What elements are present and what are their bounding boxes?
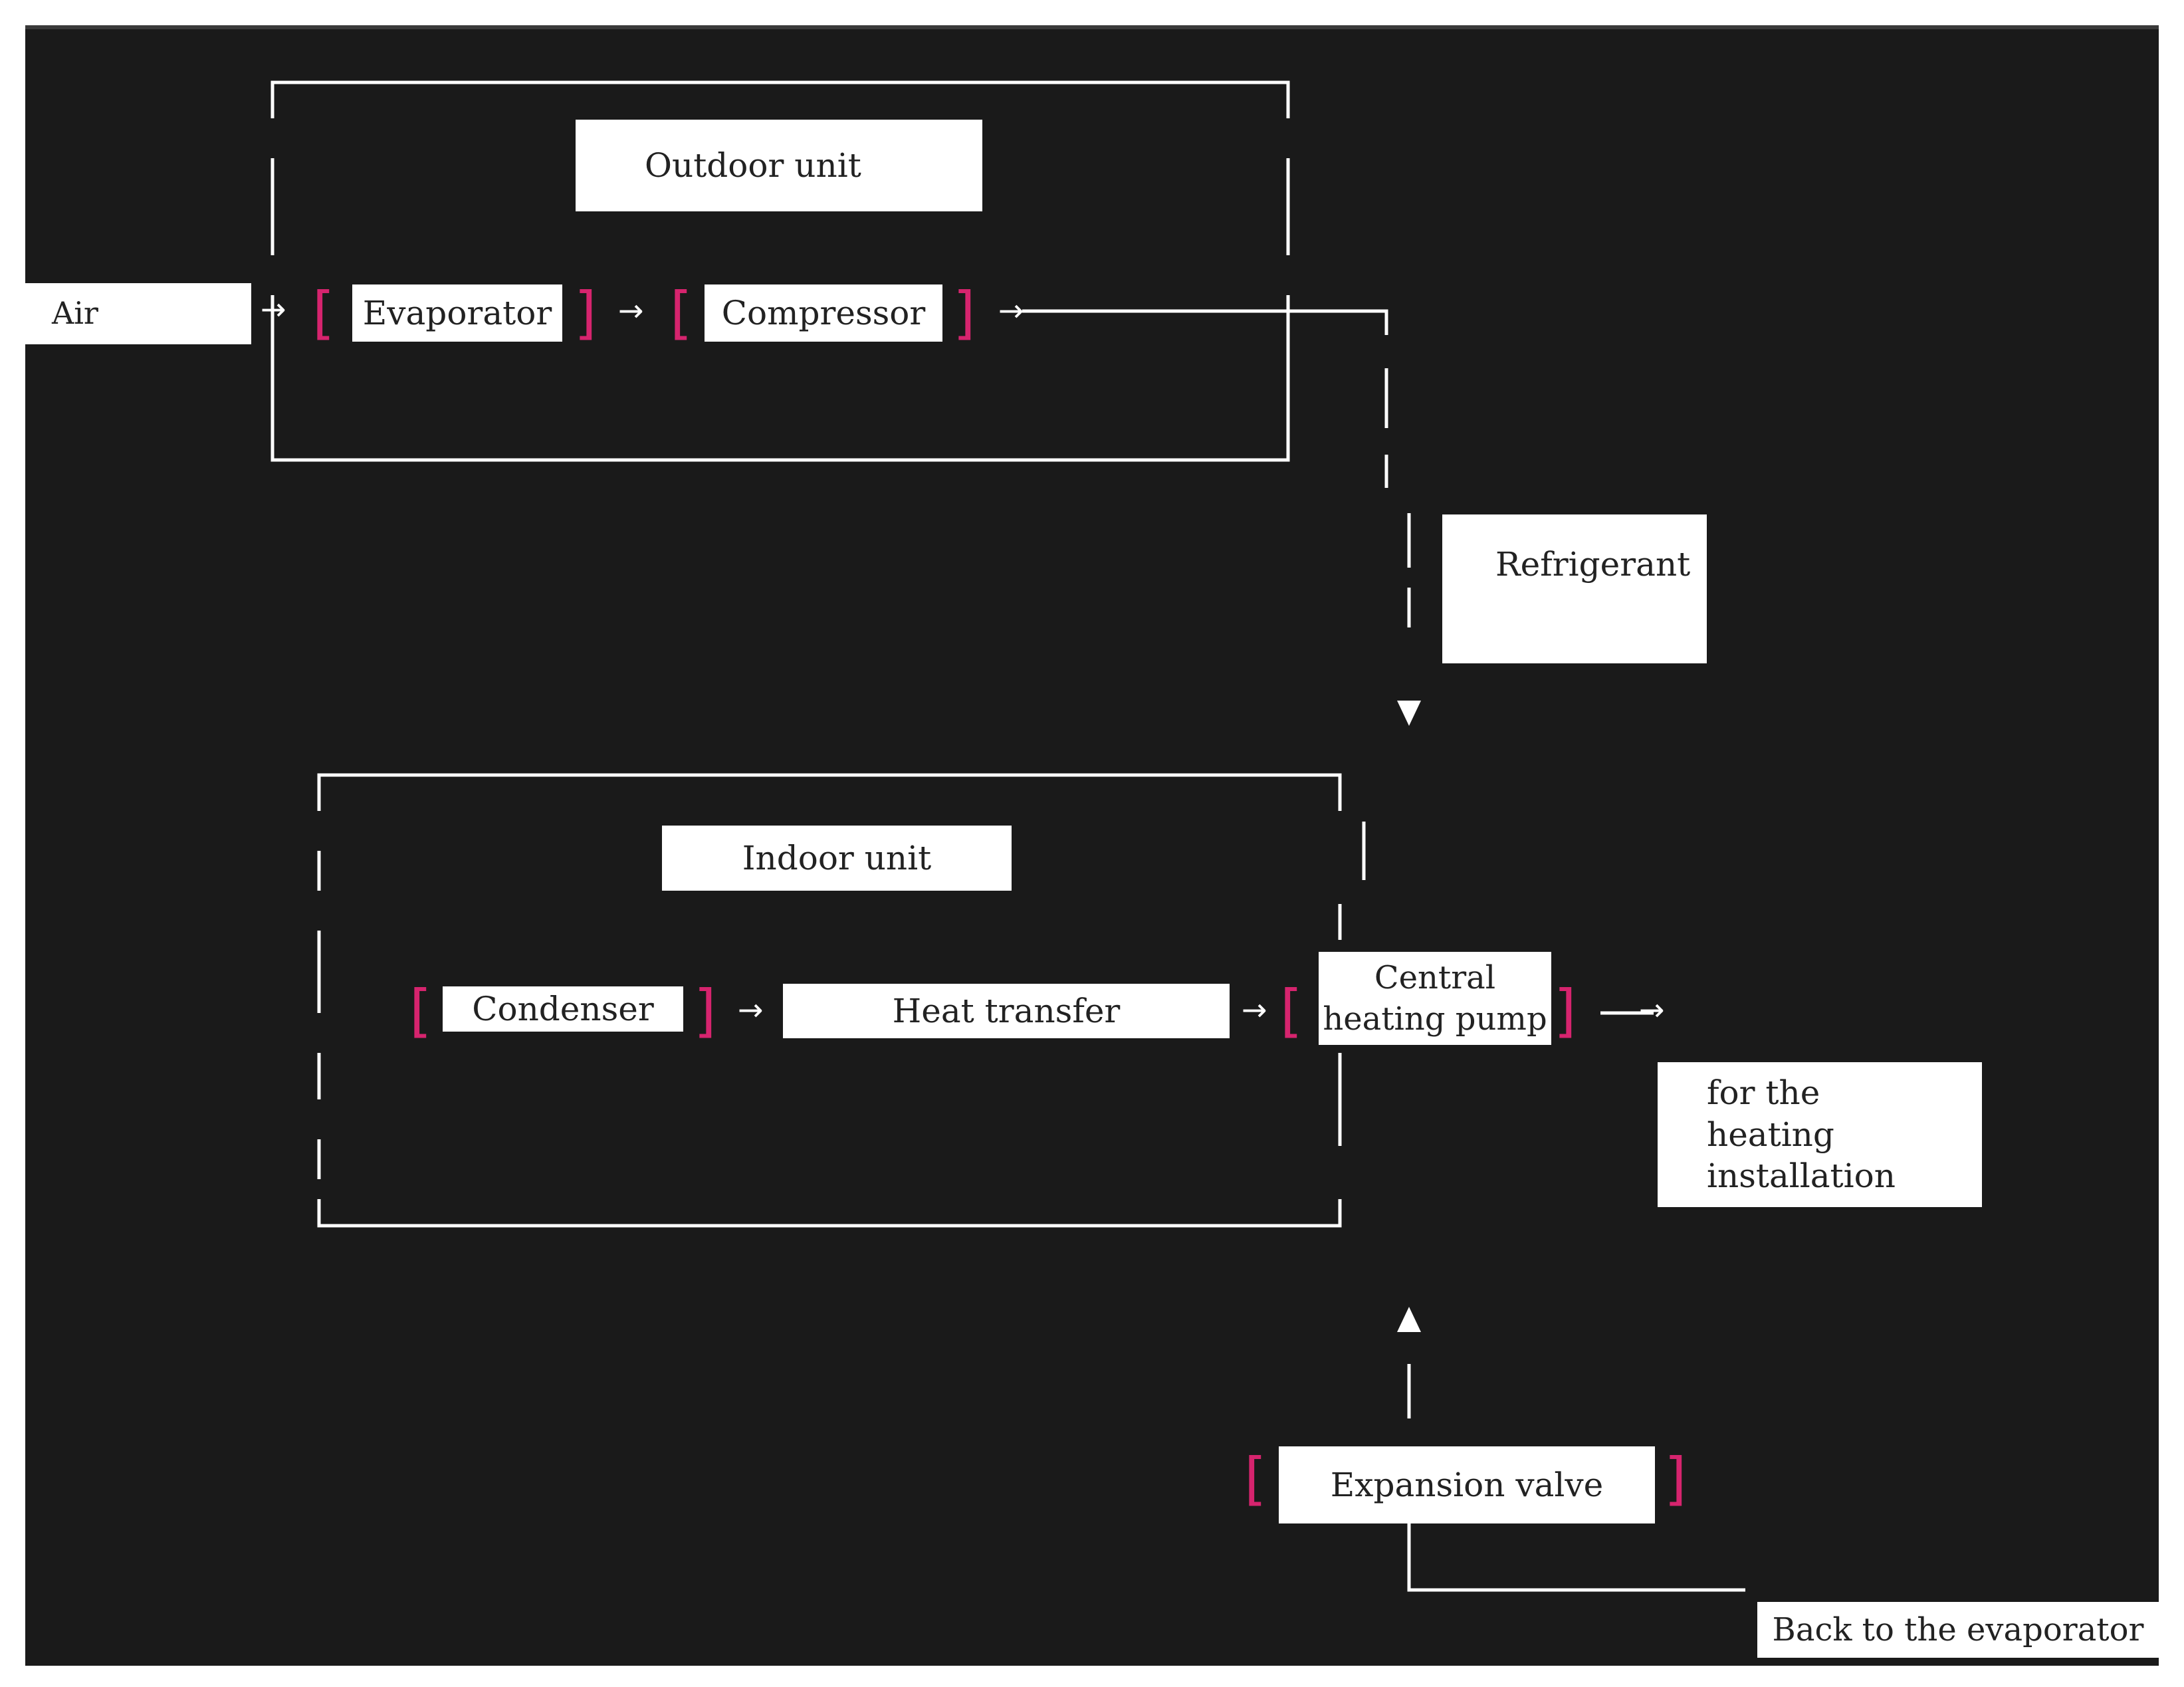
connector-lines (271, 80, 1745, 1592)
air-label: Air (25, 283, 251, 344)
pump-bracket-right: ] (1554, 978, 1577, 1044)
outdoor-unit-label: Outdoor unit (576, 120, 982, 211)
refrigerant-box: Refrigerant (1442, 514, 1707, 663)
heat-pump-diagram: Outdoor unit Air → [ Evaporator ] → [ Co… (25, 25, 2159, 1666)
pump-bracket-left: [ (1280, 978, 1303, 1044)
compressor-arrow: → (998, 292, 1024, 328)
return-line (1407, 1504, 1745, 1592)
compressor-box: Compressor (705, 284, 942, 342)
condenser-bracket-left: [ (409, 978, 432, 1044)
condenser-box: Condenser (443, 986, 683, 1032)
evaporator-bracket-left: [ (312, 280, 335, 346)
heat-transfer-arrow: → (1242, 992, 1267, 1028)
expansion-arrowhead (1397, 1307, 1421, 1332)
expansion-valve-box: Expansion valve (1279, 1446, 1655, 1523)
evaporator-arrow: → (618, 292, 644, 328)
pump-output-arrow: → (1639, 992, 1665, 1028)
expansion-bracket-left: [ (1244, 1446, 1267, 1512)
compressor-bracket-right: ] (953, 280, 976, 346)
heat-transfer-box: Heat transfer (783, 984, 1230, 1038)
evaporator-box: Evaporator (352, 284, 562, 342)
evaporator-bracket-right: ] (574, 280, 597, 346)
expansion-bracket-right: ] (1664, 1446, 1687, 1512)
outdoor-unit-frame (271, 80, 1290, 462)
compressor-outlet-line (1022, 309, 1388, 488)
back-to-evaporator-box: Back to the evaporator (1757, 1602, 2159, 1658)
central-heating-pump-box: Central heating pump (1319, 952, 1551, 1045)
indoor-unit-frame (317, 773, 1342, 1228)
air-arrow: → (261, 291, 286, 327)
condenser-arrow: → (738, 992, 764, 1028)
refrigerant-arrowhead (1397, 701, 1421, 726)
condenser-bracket-right: ] (694, 978, 716, 1044)
heating-installation-box: for the heating installation (1658, 1062, 1982, 1207)
compressor-bracket-left: [ (670, 280, 693, 346)
indoor-unit-label: Indoor unit (662, 826, 1012, 891)
